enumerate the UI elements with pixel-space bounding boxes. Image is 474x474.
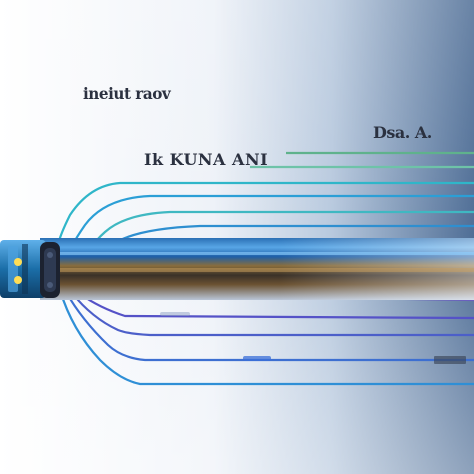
label-top-right: Dsa. A. [373,123,432,142]
cable-highlight [40,252,474,255]
cable-core-stripe [40,268,474,272]
cable-connector-icon [0,240,60,298]
label-top-left: ineiut raov [83,84,171,103]
lower-mark-2 [434,356,466,364]
fiber-lower-3 [71,292,474,337]
connector-band-1 [8,246,18,292]
fiber-lower-2 [65,291,474,362]
connector-ring-inner [44,248,56,292]
lower-label-marks [160,312,466,364]
lower-mark-3 [160,312,190,316]
fiber-optic-cable-icon [40,238,474,300]
fiber-lower-1 [58,289,474,386]
connector-bolt-2 [47,282,53,288]
connector-band-2 [22,244,28,294]
connector-bolt-1 [47,252,53,258]
connector-pin-1 [14,258,22,266]
connector-pin-2 [14,276,22,284]
fiber-upper-3 [56,181,474,246]
label-middle: Ik KUNA ANI [144,150,269,169]
lower-mark-1 [243,356,271,361]
